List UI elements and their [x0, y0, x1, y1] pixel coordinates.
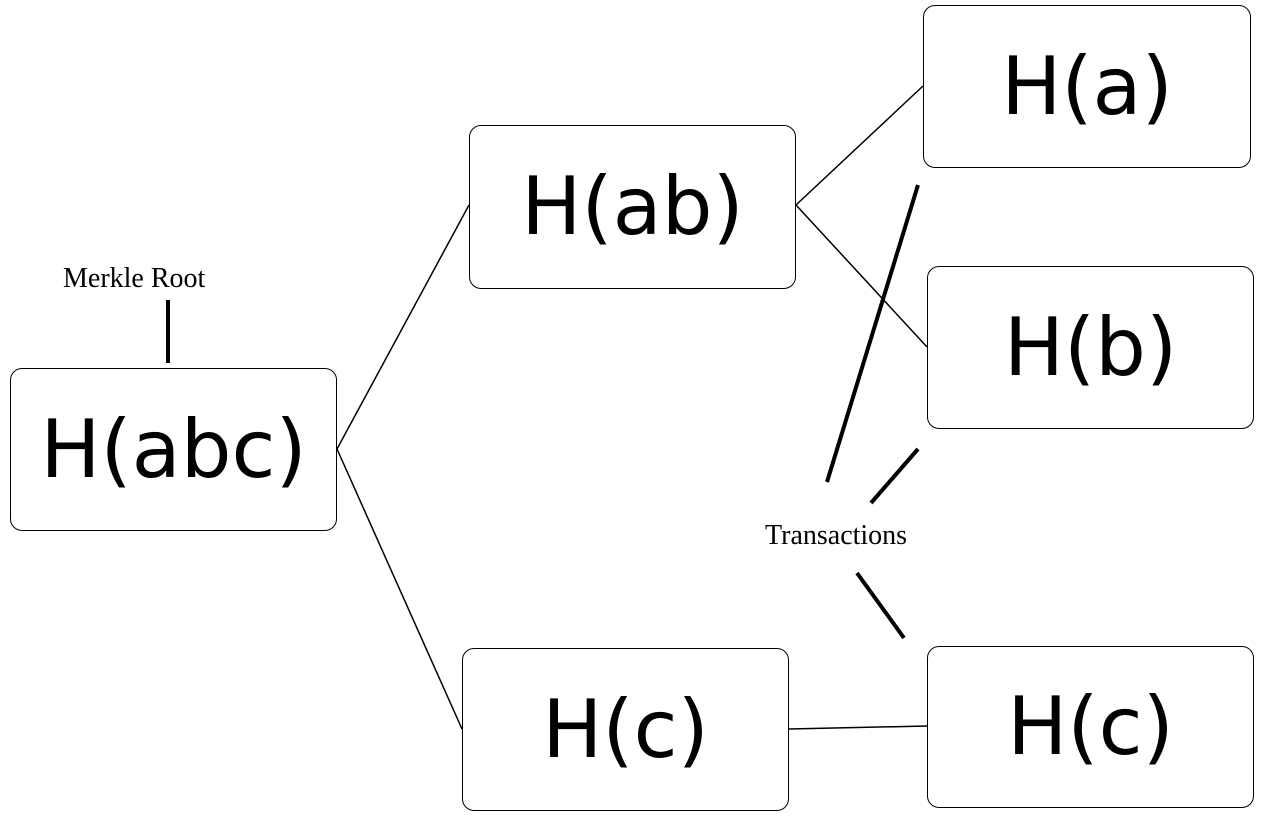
node-root-habc: H(abc)	[10, 368, 337, 531]
node-leaf-hb: H(b)	[927, 266, 1254, 429]
merkle-root-annotation: Merkle Root	[63, 263, 206, 294]
node-leaf-ha: H(a)	[923, 5, 1251, 168]
edge-hab-to-ha	[795, 85, 924, 206]
transactions-annotation: Transactions	[765, 520, 908, 551]
edge-hab-to-hb	[795, 204, 928, 348]
node-leaf-ha-label: H(a)	[1001, 39, 1173, 133]
node-hab: H(ab)	[469, 125, 796, 289]
node-hab-label: H(ab)	[521, 160, 744, 253]
edge-root-to-hc	[336, 448, 463, 730]
pointer-transactions-to-hc	[855, 571, 906, 640]
node-hc-internal-label: H(c)	[542, 682, 709, 776]
node-root-label: H(abc)	[40, 402, 307, 496]
node-leaf-hb-label: H(b)	[1003, 300, 1178, 394]
edge-root-to-hab	[336, 204, 470, 450]
edge-hc-to-hc-leaf	[788, 725, 928, 730]
pointer-transactions-to-hb	[869, 447, 920, 505]
node-leaf-hc: H(c)	[927, 646, 1254, 808]
node-leaf-hc-label: H(c)	[1007, 680, 1174, 773]
pointer-transactions-to-ha	[825, 184, 920, 483]
node-hc-internal: H(c)	[462, 648, 789, 811]
